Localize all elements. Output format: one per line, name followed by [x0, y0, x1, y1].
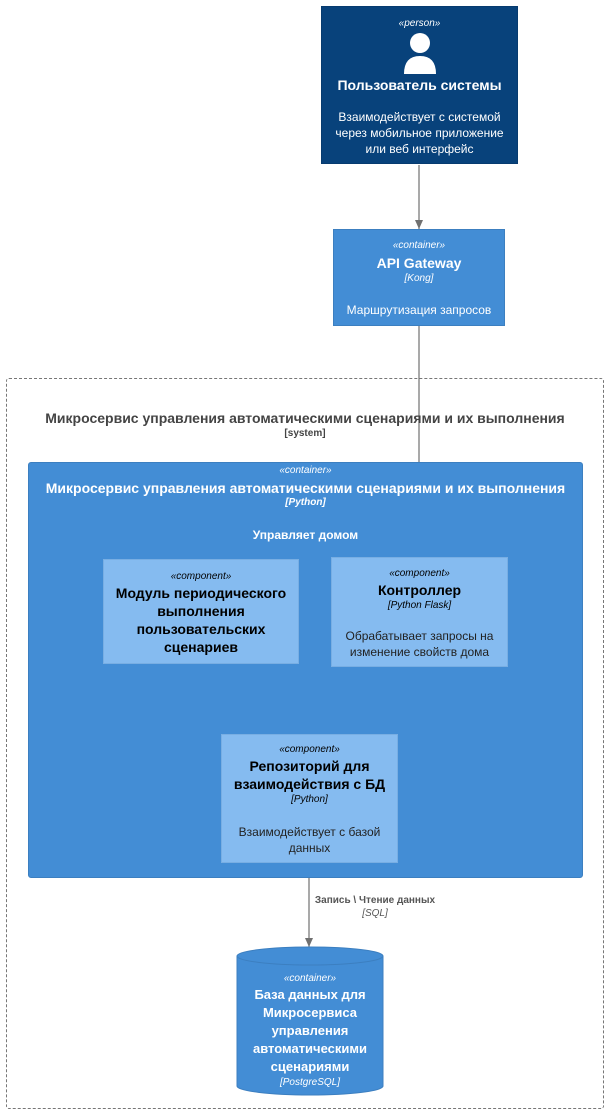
gateway-description: Маршрутизация запросов: [346, 303, 492, 317]
relation-db-label: Запись \ Чтение данных: [314, 895, 436, 906]
repository-description-line: данных: [288, 841, 331, 855]
controller-stereotype: «component»: [389, 568, 450, 579]
database-name: База данных для Микросервиса управления …: [236, 986, 384, 1076]
scheduler-stereotype: «component»: [170, 571, 232, 582]
person-icon: [402, 32, 438, 78]
scheduler-component-box[interactable]: «component» Модуль периодического выполн…: [103, 559, 299, 664]
repository-name: Репозиторий для взаимодействия с БД: [222, 757, 397, 793]
controller-description-line: изменение свойств дома: [349, 645, 490, 659]
scheduler-name-line: сценариев: [164, 639, 238, 655]
person-stereotype: «person»: [398, 18, 441, 29]
container-technology: [Python]: [285, 497, 326, 508]
repository-technology: [Python]: [291, 794, 328, 805]
controller-description-line: Обрабатывает запросы на: [345, 629, 494, 643]
person-description-line: через мобильное приложение: [335, 126, 504, 140]
repository-stereotype: «component»: [279, 744, 340, 755]
system-boundary-title: Микросервис управления автоматическими с…: [45, 410, 565, 426]
gateway-technology: [Kong]: [404, 273, 434, 284]
database-technology: [PostgreSQL]: [279, 1077, 341, 1088]
repository-name-line: взаимодействия с БД: [233, 776, 386, 792]
relation-db-technology: [SQL]: [362, 908, 388, 919]
person-description-line: Взаимодействует с системой: [338, 110, 501, 124]
repository-description: Взаимодействует с базой данных: [222, 824, 397, 856]
database-cylinder[interactable]: [236, 946, 384, 1096]
container-stereotype: «container»: [279, 465, 332, 476]
repository-description-line: Взаимодействует с базой: [238, 825, 381, 839]
database-name-line: управления: [271, 1023, 349, 1038]
database-name-line: автоматическими: [253, 1041, 367, 1056]
gateway-stereotype: «container»: [392, 240, 446, 251]
scheduler-name-line: выполнения: [157, 603, 245, 619]
scheduler-name-line: пользовательских: [136, 621, 266, 637]
database-name-line: Микросервиса: [262, 1005, 358, 1020]
database-name-line: База данных для: [254, 987, 366, 1002]
person-description: Взаимодействует с системой через мобильн…: [322, 109, 517, 157]
controller-description: Обрабатывает запросы на изменение свойст…: [332, 628, 507, 660]
repository-component-box[interactable]: «component» Репозиторий для взаимодейств…: [221, 734, 398, 863]
database-stereotype: «container»: [283, 973, 337, 984]
repository-name-line: Репозиторий для: [249, 758, 370, 774]
system-boundary: [6, 378, 604, 1109]
person-box[interactable]: «person» Пользователь системы Взаимодейс…: [321, 6, 518, 164]
system-boundary-type: [system]: [284, 428, 326, 439]
scheduler-name-line: Модуль периодического: [115, 585, 287, 601]
scheduler-name: Модуль периодического выполнения пользов…: [104, 584, 298, 656]
person-name: Пользователь системы: [337, 77, 502, 93]
person-description-line: или веб интерфейс: [365, 142, 474, 156]
api-gateway-box[interactable]: «container» API Gateway [Kong] Маршрутиз…: [333, 229, 505, 326]
controller-component-box[interactable]: «component» Контроллер [Python Flask] Об…: [331, 557, 508, 667]
database-name-line: сценариями: [270, 1059, 350, 1074]
controller-technology: [Python Flask]: [387, 600, 452, 611]
container-name: Микросервис управления автоматическими с…: [45, 480, 566, 496]
gateway-name: API Gateway: [376, 255, 462, 271]
controller-name: Контроллер: [377, 582, 462, 598]
container-description: Управляет домом: [252, 528, 359, 542]
